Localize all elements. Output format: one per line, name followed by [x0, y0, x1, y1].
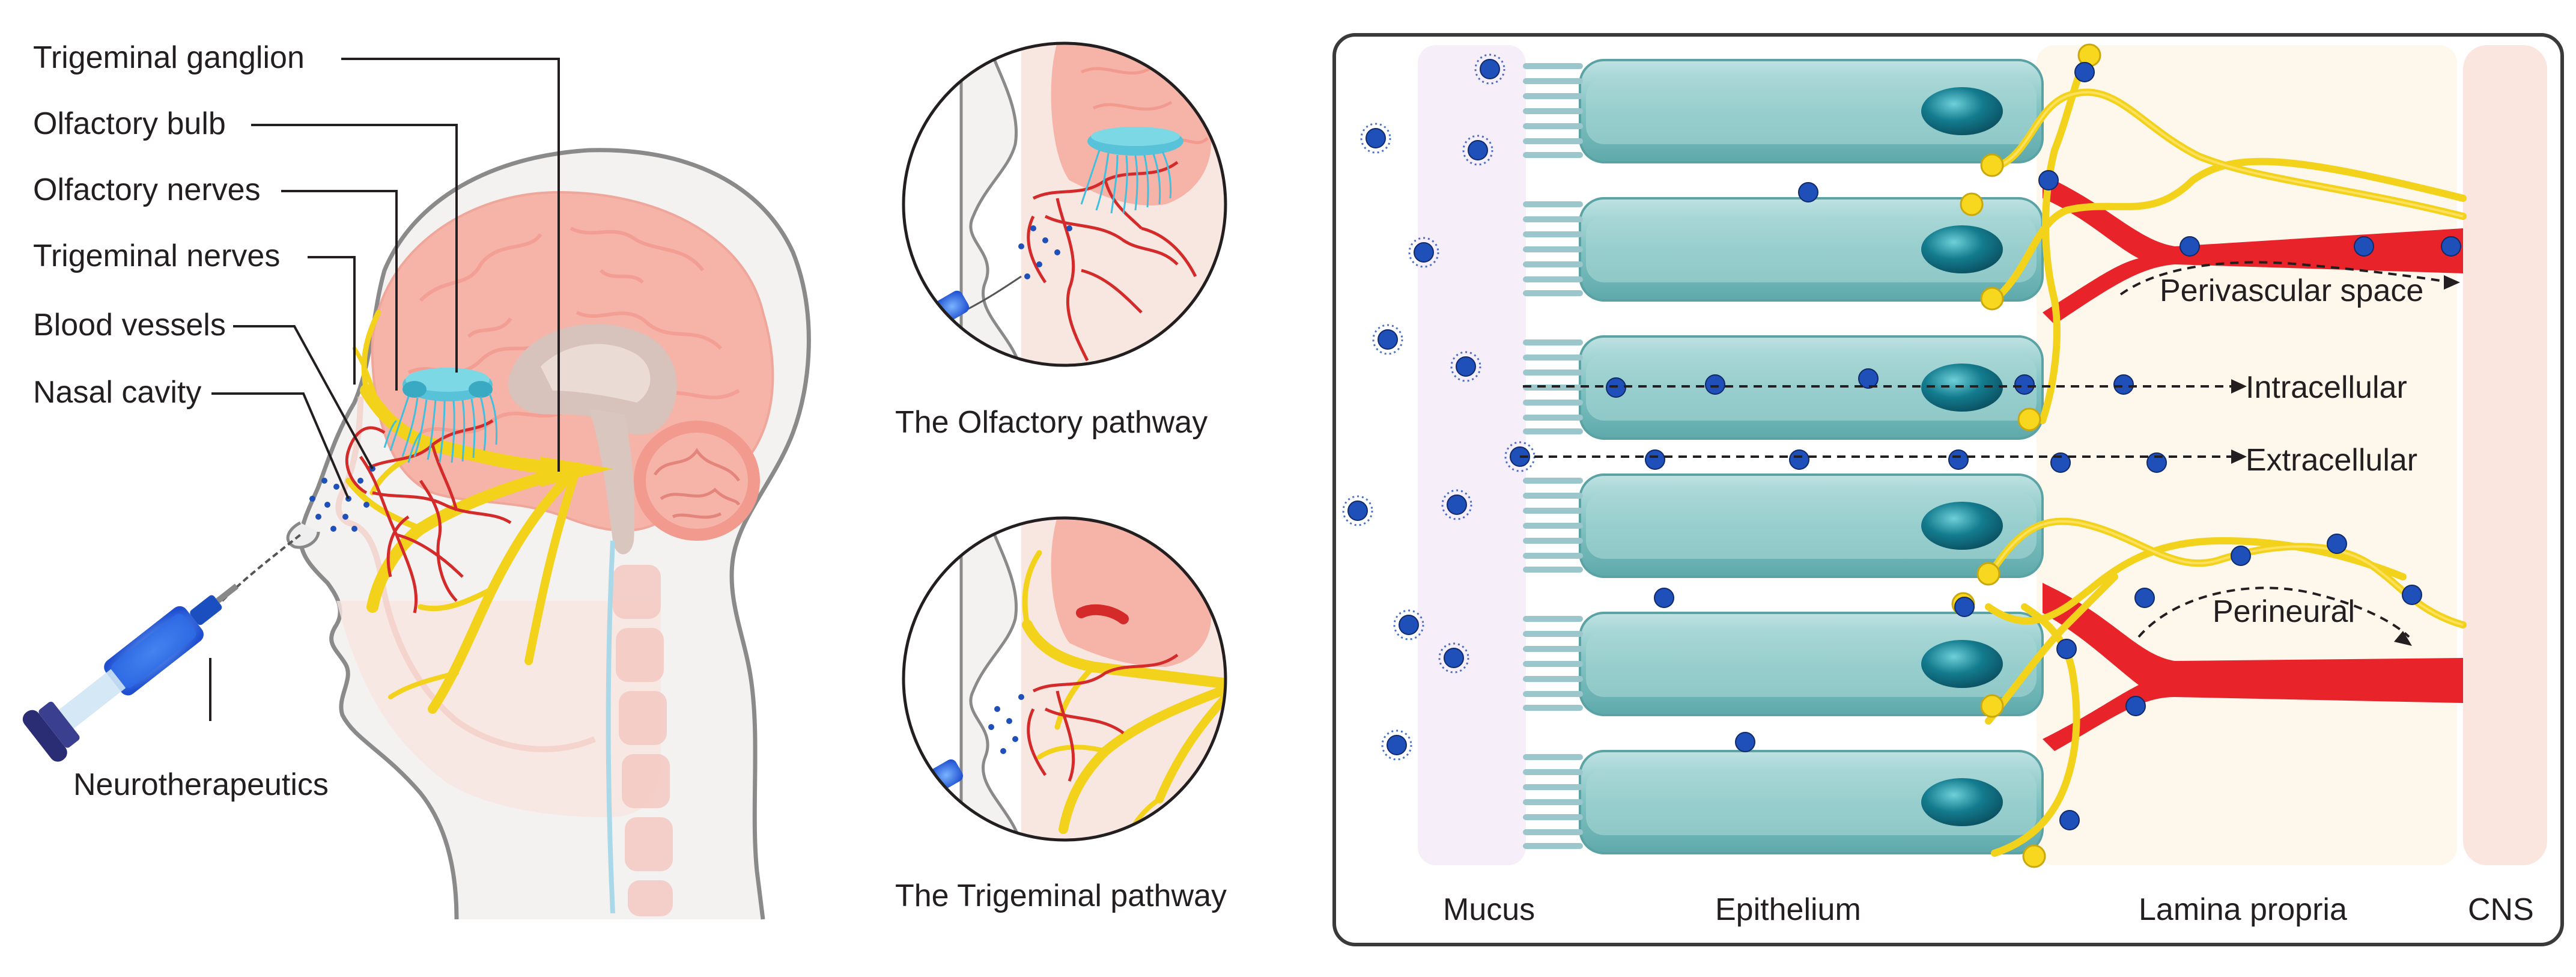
blood-vessels-panel — [2043, 174, 2463, 751]
head-illustration — [221, 148, 811, 920]
caption-olfactory-pathway: The Olfactory pathway — [895, 405, 1208, 440]
drug-particles — [1347, 59, 2461, 830]
label-trigeminal-ganglion: Trigeminal ganglion — [33, 40, 305, 75]
leader-lines — [209, 58, 560, 721]
syringe-illustration — [22, 583, 239, 762]
label-intracellular: Intracellular — [2246, 370, 2407, 405]
cns-layer — [2463, 45, 2547, 865]
label-perineural: Perineural — [2213, 594, 2356, 629]
olfactory-pathway-inset — [902, 41, 1227, 367]
label-extracellular: Extracellular — [2246, 443, 2418, 478]
epithelial-cells — [1523, 59, 2043, 853]
mucosa-panel — [1342, 43, 2547, 868]
label-olfactory-nerves: Olfactory nerves — [33, 172, 261, 207]
label-neurotherapeutics: Neurotherapeutics — [73, 767, 329, 802]
caption-trigeminal-pathway: The Trigeminal pathway — [895, 878, 1227, 913]
route-arrows — [1520, 261, 2452, 638]
olfactory-bulb — [402, 368, 493, 401]
label-lamina-propria: Lamina propria — [2139, 892, 2347, 927]
label-cns: CNS — [2468, 892, 2534, 927]
label-nasal-cavity: Nasal cavity — [33, 375, 202, 410]
label-perivascular-space: Perivascular space — [2160, 273, 2424, 308]
label-epithelium: Epithelium — [1715, 892, 1861, 927]
label-trigeminal-nerves: Trigeminal nerves — [33, 239, 281, 273]
label-olfactory-bulb: Olfactory bulb — [33, 106, 226, 141]
trigeminal-pathway-inset — [902, 516, 1227, 842]
label-blood-vessels: Blood vessels — [33, 308, 226, 342]
mucosa-panel-frame — [1332, 33, 2564, 946]
label-mucus: Mucus — [1443, 892, 1536, 927]
cerebellum — [634, 421, 760, 541]
